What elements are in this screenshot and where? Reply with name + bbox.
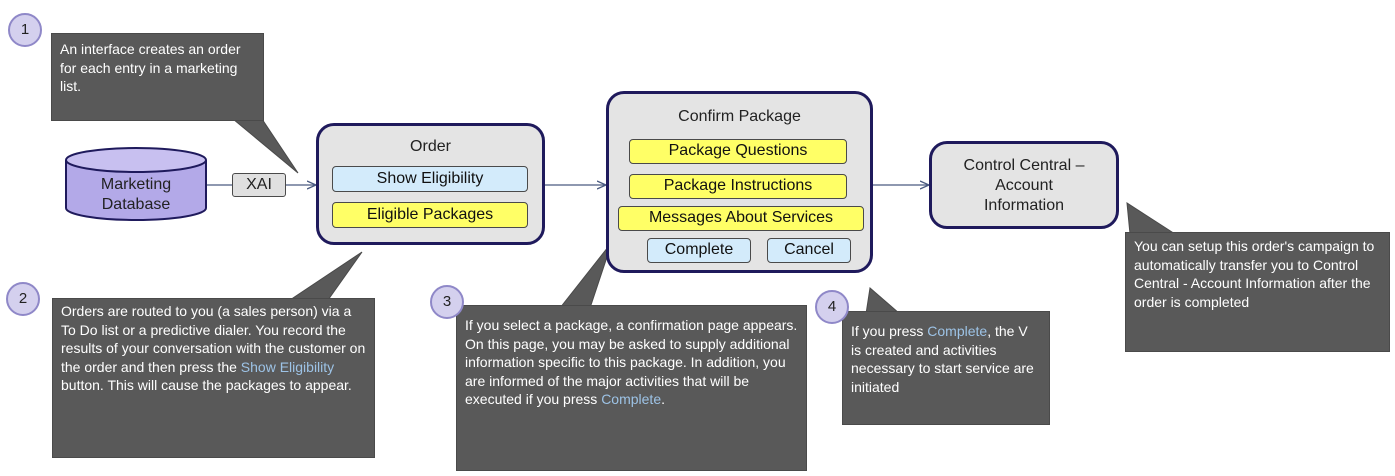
control-central-line1: Control Central – bbox=[963, 157, 1085, 174]
database-cylinder bbox=[65, 147, 207, 221]
callout-3-text-after: . bbox=[661, 391, 665, 407]
step-3-badge: 3 bbox=[430, 285, 464, 319]
step-2-number: 2 bbox=[18, 290, 28, 307]
step-3-number: 3 bbox=[442, 293, 452, 310]
order-screen-title: Order bbox=[410, 138, 451, 155]
step-1-badge: 1 bbox=[8, 13, 42, 47]
database-label: Marketing Database bbox=[66, 175, 206, 215]
xai-box: XAI bbox=[232, 173, 286, 197]
callout-step-1: An interface creates an order for each e… bbox=[51, 33, 264, 121]
confirm-package-title: Confirm Package bbox=[678, 108, 801, 125]
callout-4-link: Complete bbox=[927, 323, 988, 339]
callout-2-tail bbox=[288, 251, 363, 301]
database-label-line1: Marketing bbox=[100, 176, 172, 193]
callout-5-text: You can setup this order's campaign to a… bbox=[1134, 238, 1375, 310]
callout-1-tail bbox=[231, 118, 299, 174]
callout-control-central: You can setup this order's campaign to a… bbox=[1125, 232, 1390, 352]
callout-step-2: Orders are routed to you (a sales person… bbox=[52, 298, 375, 458]
show-eligibility-button[interactable]: Show Eligibility bbox=[332, 166, 528, 192]
package-instructions-button[interactable]: Package Instructions bbox=[629, 174, 847, 199]
cancel-button[interactable]: Cancel bbox=[767, 238, 851, 263]
callout-2-link: Show Eligibility bbox=[240, 358, 335, 375]
control-central-line2: Account bbox=[995, 177, 1053, 194]
complete-button[interactable]: Complete bbox=[647, 238, 751, 263]
control-central-line3: Information bbox=[983, 197, 1065, 214]
callout-2-text-after: button. This will cause the packages to … bbox=[61, 377, 352, 393]
step-4-badge: 4 bbox=[815, 290, 849, 324]
step-4-number: 4 bbox=[827, 298, 837, 315]
messages-about-services-button[interactable]: Messages About Services bbox=[618, 206, 864, 231]
package-questions-button[interactable]: Package Questions bbox=[629, 139, 847, 164]
step-2-badge: 2 bbox=[6, 282, 40, 316]
callout-1-text: An interface creates an order for each e… bbox=[60, 41, 241, 94]
callout-step-4: If you press Complete, the V is created … bbox=[842, 311, 1050, 425]
step-1-number: 1 bbox=[20, 21, 30, 38]
callout-4-text-before: If you press bbox=[851, 323, 928, 339]
database-label-line2: Database bbox=[101, 196, 171, 213]
callout-step-3: If you select a package, a confirmation … bbox=[456, 305, 807, 471]
control-central-screen: Control Central – Account Information bbox=[929, 141, 1119, 229]
order-screen: Order Show Eligibility Eligible Packages bbox=[316, 123, 545, 245]
callout-2-text-before: Orders are routed to you (a sales person… bbox=[61, 303, 366, 375]
eligible-packages-button[interactable]: Eligible Packages bbox=[332, 202, 528, 228]
callout-4-text-after: , the V is created and activities necess… bbox=[851, 323, 1034, 395]
callout-5-tail bbox=[1126, 202, 1177, 235]
confirm-package-screen: Confirm Package Package Questions Packag… bbox=[606, 91, 873, 273]
control-central-title: Control Central – Account Information bbox=[932, 156, 1116, 216]
callout-3-text-before: If you select a package, a confirmation … bbox=[465, 317, 798, 407]
callout-3-link: Complete bbox=[601, 391, 662, 407]
xai-label: XAI bbox=[246, 176, 272, 193]
callout-3-tail bbox=[558, 241, 613, 309]
